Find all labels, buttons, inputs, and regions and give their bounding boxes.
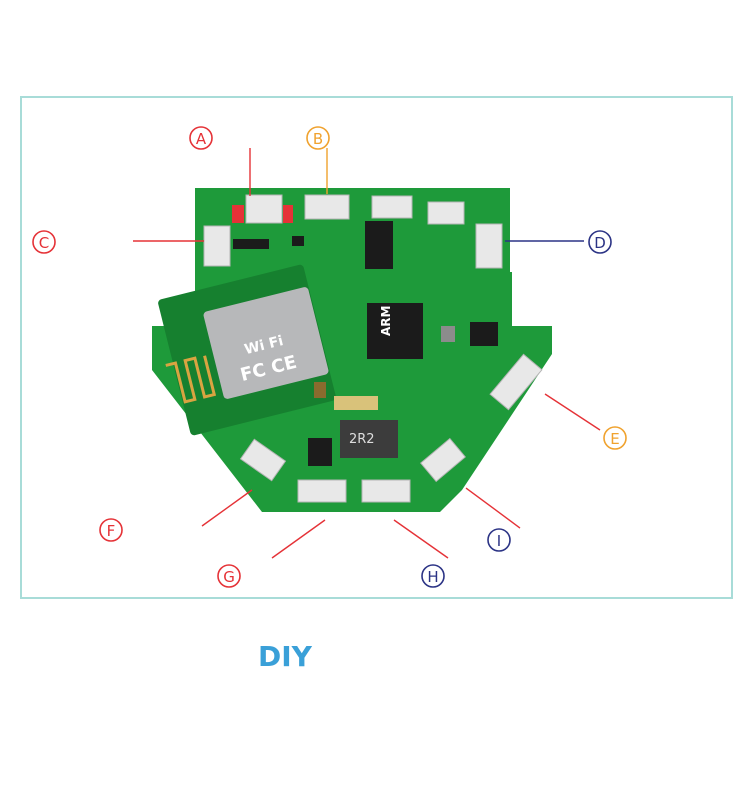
connector-b — [304, 194, 350, 220]
arm-chip-text: ARM — [379, 306, 393, 336]
inductor — [340, 420, 398, 458]
smd-component — [314, 382, 326, 398]
svg-text:A: A — [196, 130, 207, 148]
connector-a — [245, 194, 283, 224]
callout-d: D — [588, 230, 612, 254]
connector-g — [297, 479, 347, 503]
red-connector-right — [283, 205, 293, 223]
ic-lower — [308, 438, 332, 466]
svg-text:B: B — [313, 130, 323, 148]
svg-text:E: E — [610, 430, 619, 448]
pcb-board: Wi Fi FC CE ARM 2R2 — [152, 188, 552, 512]
svg-text:D: D — [594, 234, 606, 252]
inductor-text: 2R2 — [349, 432, 375, 447]
callout-a: A — [189, 126, 213, 150]
ic-upper — [365, 221, 393, 269]
leader-i — [465, 487, 521, 529]
leader-e — [544, 393, 601, 431]
leader-g — [271, 519, 326, 559]
connector-top-3 — [427, 201, 465, 225]
connector-i — [420, 437, 466, 483]
svg-text:G: G — [223, 568, 235, 586]
ic-right — [470, 322, 498, 346]
antenna-trace — [165, 355, 217, 404]
connector-e — [489, 353, 543, 411]
smd-chip — [292, 236, 304, 246]
callouts: A B C D E F G H — [32, 126, 627, 588]
pcb-outline — [152, 188, 552, 512]
connector-c — [203, 225, 231, 267]
red-connector-left — [232, 205, 244, 223]
callout-h: H — [421, 564, 445, 588]
connector-h — [361, 479, 411, 503]
leader-f — [201, 489, 253, 527]
callout-i: I — [487, 528, 511, 552]
svg-text:I: I — [497, 532, 501, 550]
ic-pad — [441, 326, 455, 342]
connector-top-2 — [371, 195, 413, 219]
callout-b: B — [306, 126, 330, 150]
connector-d — [475, 223, 503, 269]
leader-h — [393, 519, 449, 559]
svg-text:C: C — [39, 234, 49, 252]
svg-text:F: F — [107, 522, 116, 540]
connector-f — [239, 438, 287, 482]
callout-f: F — [99, 518, 123, 542]
smd-strip — [233, 239, 269, 249]
diy-title: DIY — [258, 640, 312, 673]
wifi-shield — [203, 287, 329, 399]
callout-e: E — [603, 426, 627, 450]
callout-g: G — [217, 564, 241, 588]
arm-chip — [367, 303, 423, 359]
diagram-frame — [20, 96, 733, 599]
pin-header — [334, 396, 378, 410]
callout-c: C — [32, 230, 56, 254]
svg-text:H: H — [427, 568, 438, 586]
